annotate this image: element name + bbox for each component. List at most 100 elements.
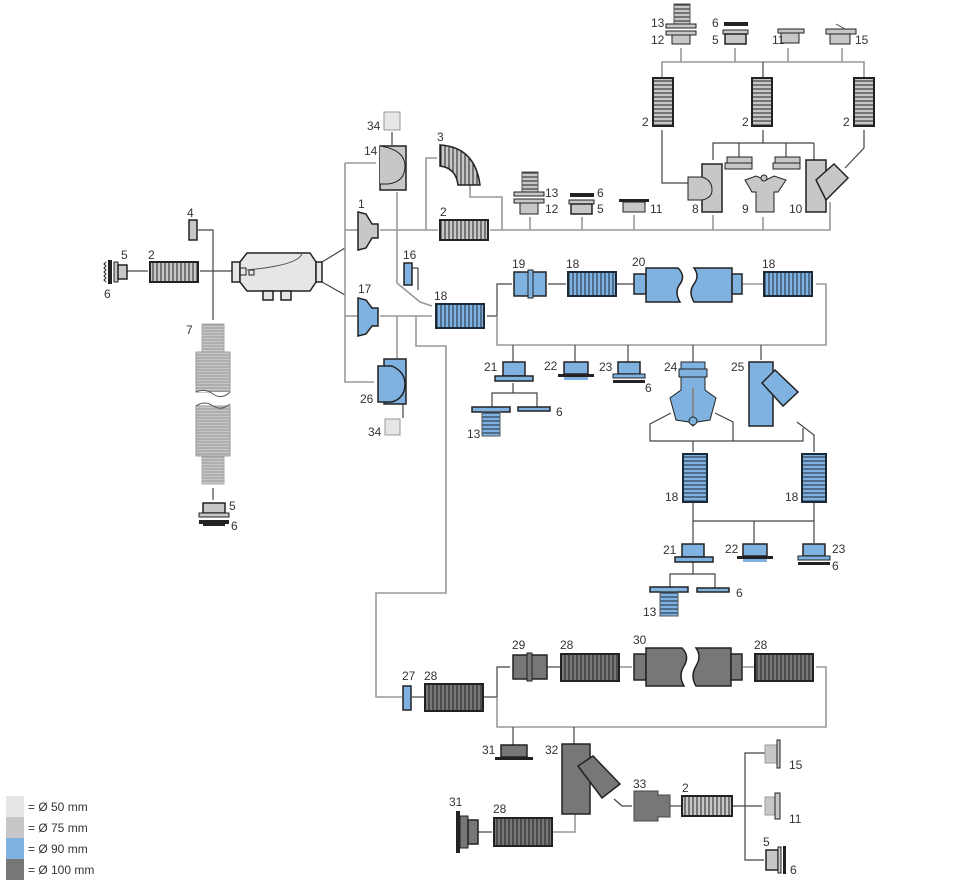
component-2-hose-bottom[interactable] xyxy=(681,795,733,817)
component-9-y-piece[interactable] xyxy=(724,156,801,213)
component-34-top[interactable] xyxy=(383,111,401,131)
label-29: 29 xyxy=(512,638,526,652)
label-34: 34 xyxy=(367,119,381,133)
component-28-hose-a[interactable] xyxy=(424,683,484,712)
component-10-y-piece[interactable] xyxy=(805,159,850,213)
component-26-t-piece[interactable] xyxy=(377,358,407,405)
component-5-6-bottom[interactable] xyxy=(765,846,786,874)
connector-lines xyxy=(124,48,865,861)
label-5: 5 xyxy=(121,248,128,262)
component-28-hose-b[interactable] xyxy=(560,653,620,682)
component-4[interactable] xyxy=(188,219,198,241)
component-8-t-piece[interactable] xyxy=(687,163,723,213)
label-32: 32 xyxy=(545,743,559,757)
component-13-12-mid[interactable] xyxy=(513,171,545,215)
component-28-hose-d[interactable] xyxy=(493,817,553,847)
component-22-lower[interactable] xyxy=(737,543,773,562)
component-18-hose-v2[interactable] xyxy=(801,453,827,503)
component-29-connector[interactable] xyxy=(512,652,548,682)
label-5: 5 xyxy=(712,33,719,47)
component-18-hose-b[interactable] xyxy=(567,271,617,297)
component-21[interactable] xyxy=(494,361,534,382)
label-6: 6 xyxy=(790,863,797,877)
label-18: 18 xyxy=(762,257,776,271)
component-11-top[interactable] xyxy=(777,28,805,44)
component-6-blue-b[interactable] xyxy=(696,587,730,593)
label-19: 19 xyxy=(512,257,526,271)
component-2-hose-v2[interactable] xyxy=(751,77,773,127)
component-31-left[interactable] xyxy=(456,811,479,853)
component-2-left-hose[interactable] xyxy=(149,261,199,283)
component-18-hose-c[interactable] xyxy=(763,271,813,297)
component-24-y-piece[interactable] xyxy=(669,361,717,427)
label-25: 25 xyxy=(731,360,745,374)
component-5-bottom-left[interactable] xyxy=(198,502,230,518)
heater-unit[interactable] xyxy=(231,252,323,301)
component-6-5-top[interactable] xyxy=(722,22,749,45)
label-5: 5 xyxy=(597,202,604,216)
component-25-y-piece[interactable] xyxy=(748,361,800,427)
component-1-reducer[interactable] xyxy=(357,211,379,251)
legend-row-50mm: = Ø 50 mm xyxy=(6,796,94,817)
component-13-blue[interactable] xyxy=(471,406,511,437)
component-33-reducer[interactable] xyxy=(633,790,671,822)
component-15-bottom[interactable] xyxy=(764,739,781,769)
component-3-elbow[interactable] xyxy=(439,144,481,186)
component-32-y-piece[interactable] xyxy=(561,743,622,815)
label-13: 13 xyxy=(545,186,559,200)
component-5-left[interactable] xyxy=(113,261,128,283)
component-28-hose-c[interactable] xyxy=(754,653,814,682)
label-6: 6 xyxy=(832,559,839,573)
component-11-mid[interactable] xyxy=(619,199,649,213)
label-1: 1 xyxy=(358,197,365,211)
component-6-blue-a[interactable] xyxy=(517,406,551,412)
label-7: 7 xyxy=(186,323,193,337)
label-12: 12 xyxy=(651,33,665,47)
component-14-t-piece[interactable] xyxy=(379,145,407,191)
component-2-middle-hose[interactable] xyxy=(439,219,489,241)
label-6: 6 xyxy=(556,405,563,419)
component-7-flex-hose[interactable] xyxy=(195,323,231,485)
label-6: 6 xyxy=(645,381,652,395)
component-6-5-mid[interactable] xyxy=(568,193,595,215)
component-23[interactable] xyxy=(612,361,646,383)
component-11-bottom[interactable] xyxy=(764,792,781,820)
component-31-top[interactable] xyxy=(495,744,533,760)
component-13-blue-lower[interactable] xyxy=(649,586,689,617)
component-2-hose-v1[interactable] xyxy=(652,77,674,127)
component-20-pipe[interactable] xyxy=(633,267,743,303)
component-2-hose-v3[interactable] xyxy=(853,77,875,127)
component-16[interactable] xyxy=(403,262,413,286)
legend-swatch-50mm xyxy=(6,796,24,817)
label-2: 2 xyxy=(682,781,689,795)
label-6: 6 xyxy=(736,586,743,600)
legend-swatch-75mm xyxy=(6,817,24,838)
label-10: 10 xyxy=(789,202,803,216)
component-19-connector[interactable] xyxy=(513,269,547,299)
label-28: 28 xyxy=(560,638,574,652)
label-6: 6 xyxy=(104,287,111,301)
component-18-hose-v1[interactable] xyxy=(682,453,708,503)
component-30-pipe[interactable] xyxy=(633,647,743,687)
label-24: 24 xyxy=(664,360,678,374)
component-23-lower[interactable] xyxy=(797,543,831,565)
label-2: 2 xyxy=(642,115,649,129)
component-27[interactable] xyxy=(402,685,412,711)
component-6-left[interactable] xyxy=(103,260,112,284)
component-22[interactable] xyxy=(558,361,594,380)
label-8: 8 xyxy=(692,202,699,216)
label-13: 13 xyxy=(467,427,481,441)
label-31: 31 xyxy=(482,743,496,757)
component-17-reducer[interactable] xyxy=(357,297,379,337)
component-18-hose-main[interactable] xyxy=(435,303,485,329)
label-18: 18 xyxy=(785,490,799,504)
component-21-lower[interactable] xyxy=(674,543,714,563)
component-34-bottom[interactable] xyxy=(384,418,401,436)
component-13-12-top[interactable] xyxy=(665,3,697,45)
label-2: 2 xyxy=(843,115,850,129)
label-14: 14 xyxy=(364,144,378,158)
label-34: 34 xyxy=(368,425,382,439)
component-15-top[interactable] xyxy=(825,23,857,45)
component-6-bottom-left[interactable] xyxy=(199,520,229,526)
label-23: 23 xyxy=(832,542,846,556)
